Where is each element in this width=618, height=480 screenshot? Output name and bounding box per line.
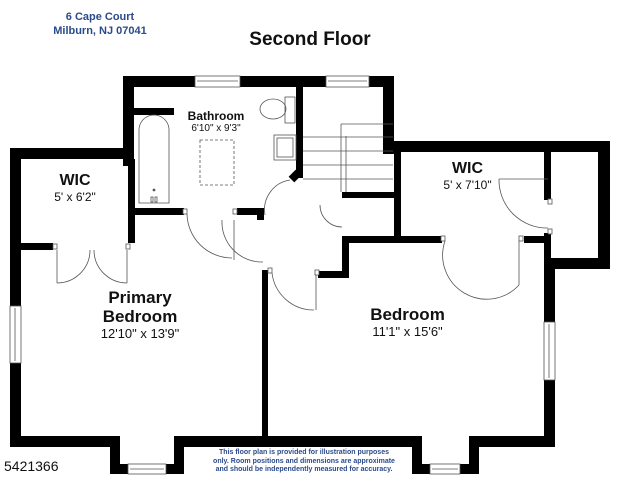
- disclaimer-line-2: only. Room positions and dimensions are …: [213, 457, 395, 465]
- room-label-bedroom: Bedroom 11'1" x 15'6": [340, 305, 475, 339]
- room-dimensions: 5' x 6'2": [54, 190, 96, 204]
- room-dimensions: 12'10" x 13'9": [100, 326, 180, 341]
- floor-title: Second Floor: [249, 29, 371, 50]
- disclaimer: This floor plan is provided for illustra…: [186, 449, 422, 475]
- address-line-1: 6 Cape Court: [65, 11, 135, 23]
- room-label-bathroom: Bathroom 6'10" x 9'3": [176, 109, 256, 134]
- doors: [52, 178, 553, 311]
- room-label-primary-bedroom: Primary Bedroom 12'10" x 13'9": [80, 288, 200, 341]
- room-label-wic-left: WIC 5' x 6'2": [30, 172, 120, 204]
- room-name: Bedroom: [370, 305, 445, 324]
- listing-id: 5421366: [4, 458, 59, 474]
- room-dimensions: 6'10" x 9'3": [191, 123, 241, 134]
- windows: [9, 75, 556, 475]
- property-address: 6 Cape Court Milburn, NJ 07041: [0, 10, 200, 38]
- room-dimensions: 11'1" x 15'6": [372, 324, 443, 339]
- room-dimensions: 5' x 7'10": [443, 178, 492, 192]
- walls: [10, 76, 610, 474]
- disclaimer-line-1: This floor plan is provided for illustra…: [219, 449, 389, 456]
- room-name: WIC: [59, 172, 91, 189]
- fixtures: [138, 96, 393, 204]
- disclaimer-line-3: and should be independently measured for…: [215, 466, 393, 473]
- room-name-line-1: Primary: [108, 288, 172, 307]
- room-label-wic-right: WIC 5' x 7'10": [420, 160, 515, 192]
- room-name-line-2: Bedroom: [102, 307, 178, 326]
- room-name: Bathroom: [187, 109, 245, 123]
- room-name: WIC: [451, 160, 484, 177]
- address-line-2: Milburn, NJ 07041: [53, 25, 147, 37]
